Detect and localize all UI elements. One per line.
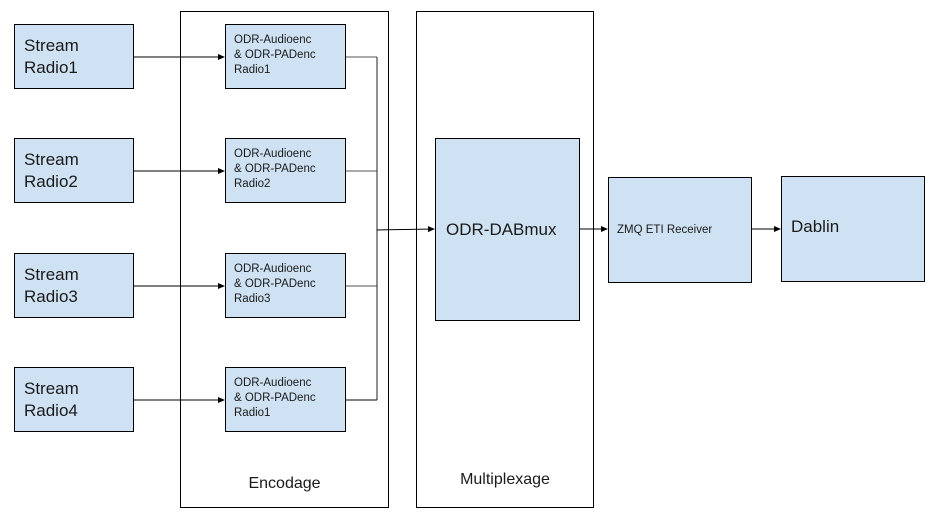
encoding-group: Encodage [180,11,389,508]
multiplexing-group: Multiplexage [416,11,594,508]
player-node: Dablin [781,176,925,282]
source-node-radio3: Stream Radio3 [14,253,134,318]
player-node-label: Dablin [791,217,840,236]
source-node-radio4: Stream Radio4 [14,367,134,432]
mux-node: ODR-DABmux [435,138,580,321]
source-node-radio2: Stream Radio2 [14,138,134,203]
receiver-node: ZMQ ETI Receiver [608,177,752,283]
encoder-node-2: ODR-Audioenc & ODR-PADenc Radio2 [225,138,346,203]
encoding-group-label: Encodage [248,475,321,492]
multiplexing-group-label: Multiplexage [460,471,550,488]
mux-node-label: ODR-DABmux [446,219,557,239]
encoder-node-3: ODR-Audioenc & ODR-PADenc Radio3 [225,253,346,318]
source-node-radio1: Stream Radio1 [14,24,134,89]
receiver-node-label: ZMQ ETI Receiver [617,224,713,236]
encoder-node-1: ODR-Audioenc & ODR-PADenc Radio1 [225,24,346,89]
encoder-node-4: ODR-Audioenc & ODR-PADenc Radio1 [225,367,346,432]
